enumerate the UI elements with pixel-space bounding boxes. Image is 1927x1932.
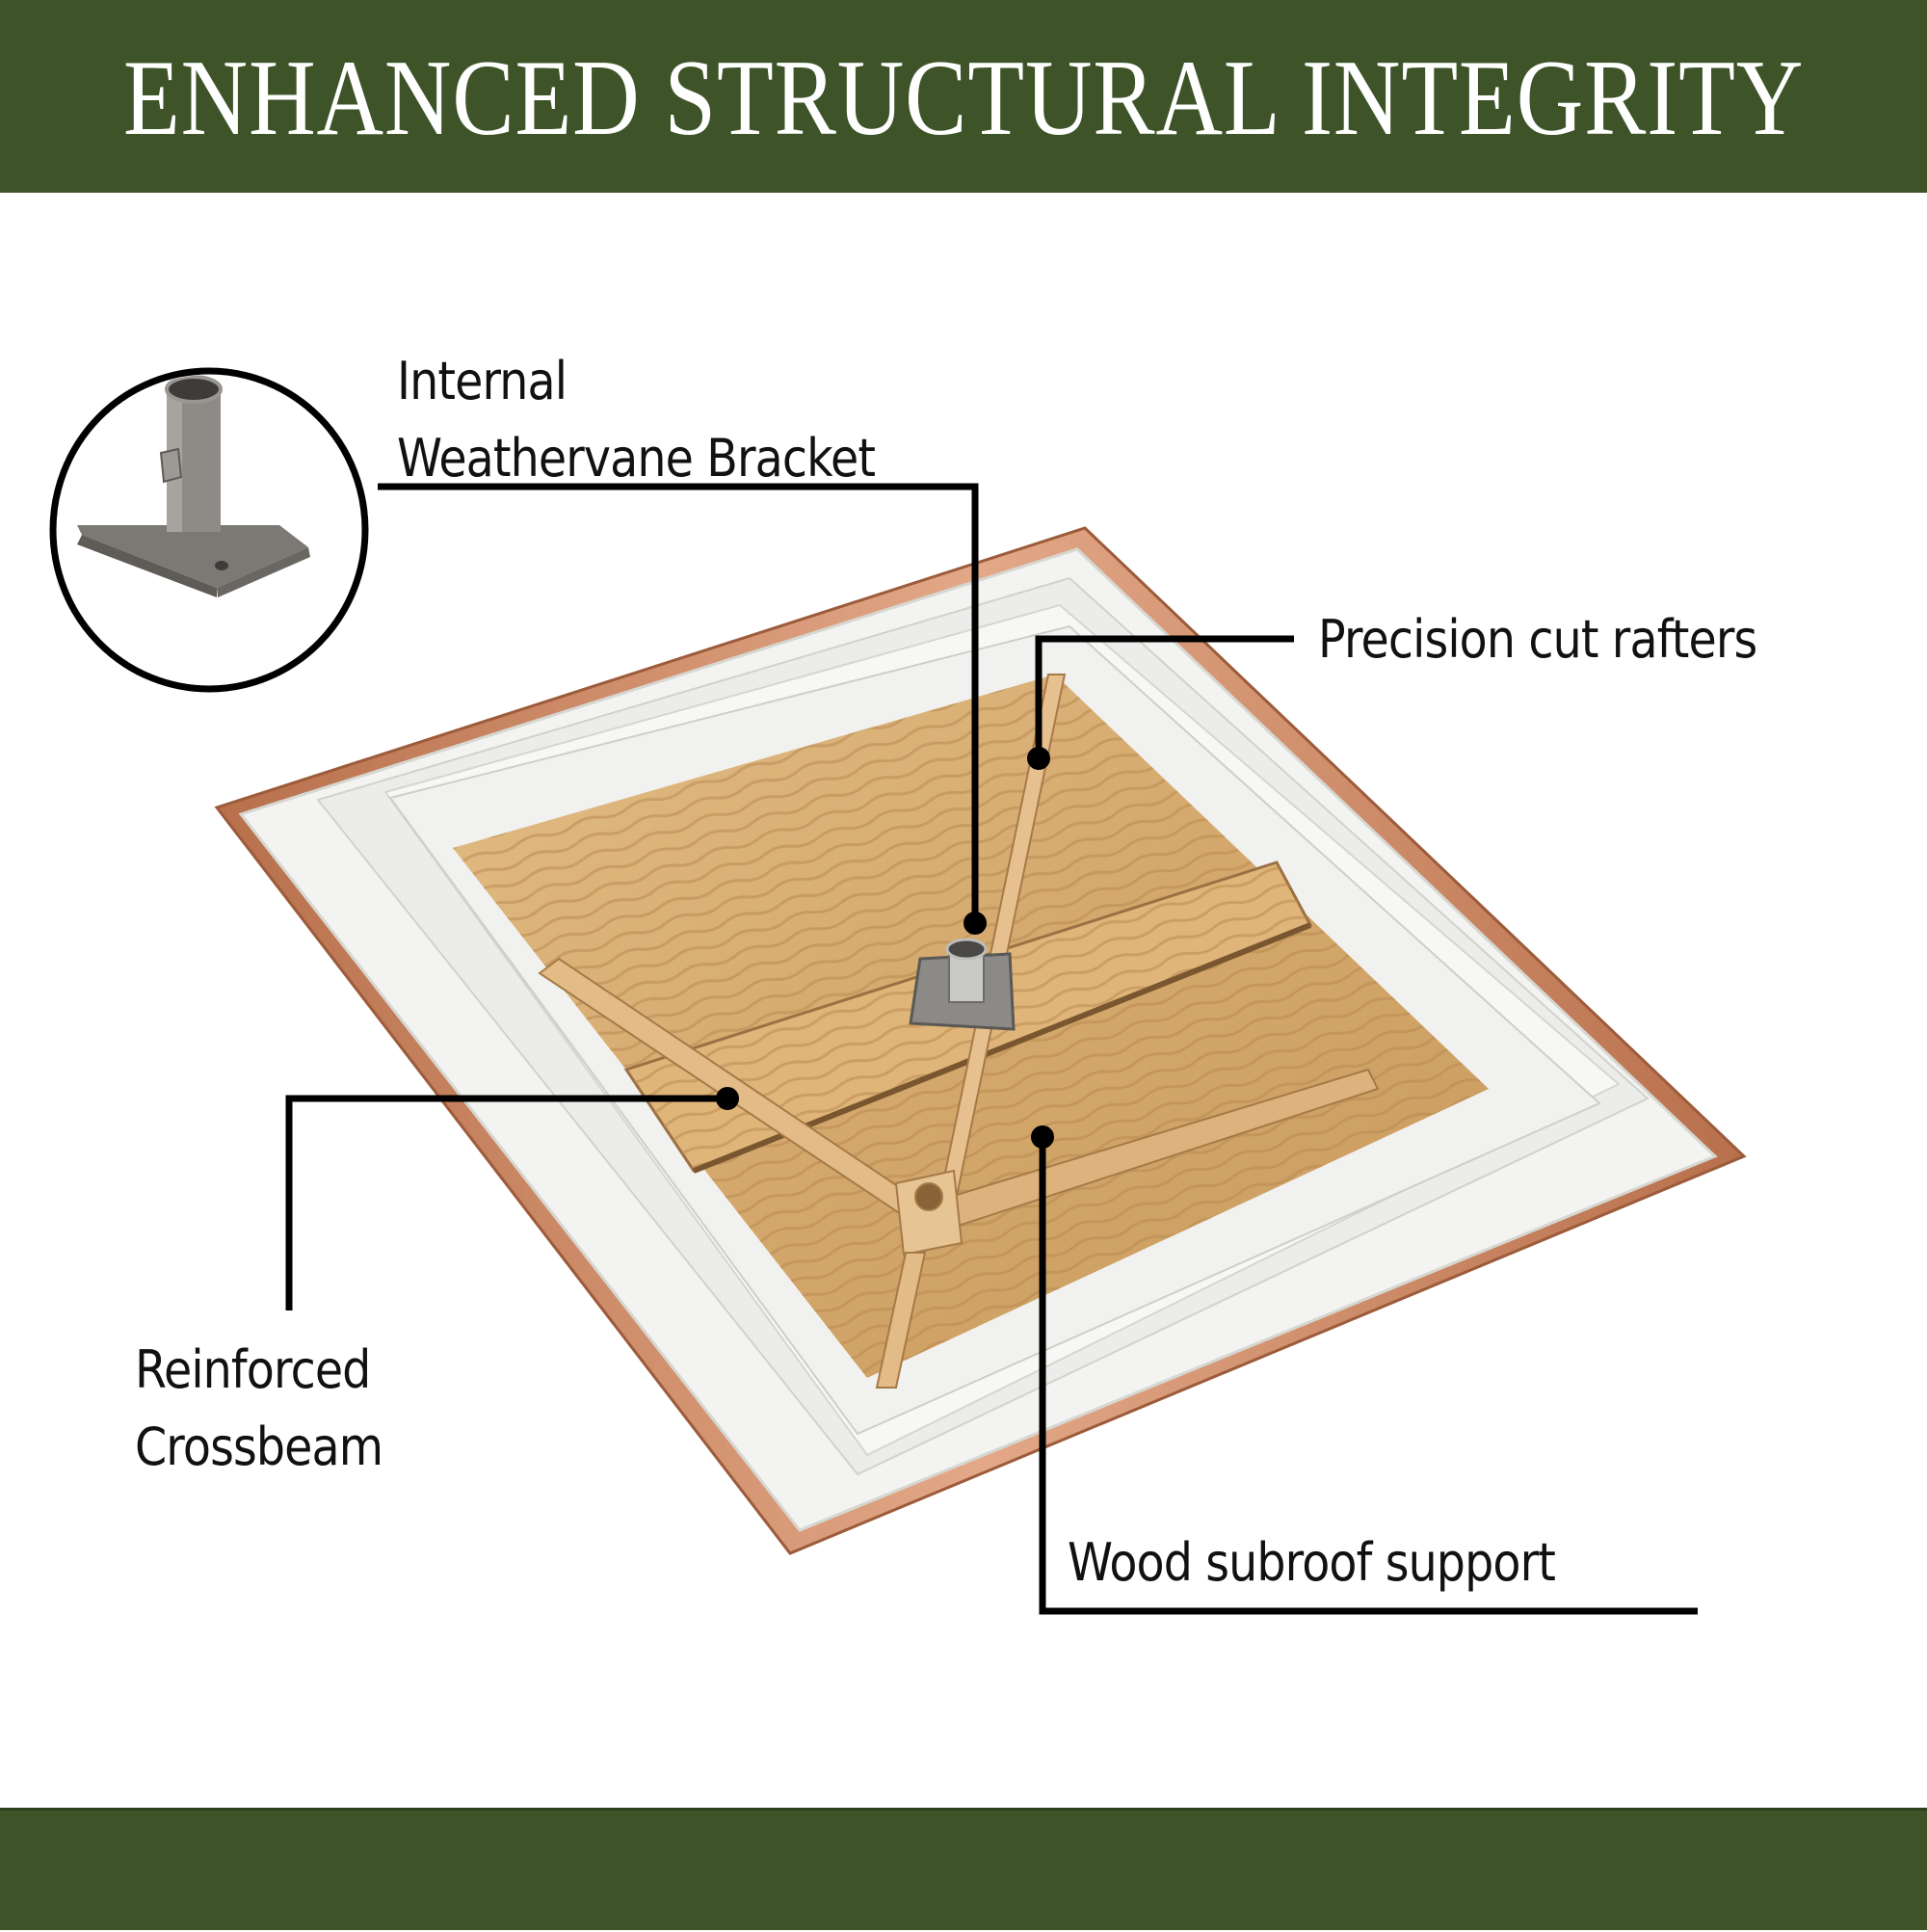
crossbeam-label-line-2: Crossbeam bbox=[135, 1416, 383, 1477]
rafters-label: Precision cut rafters bbox=[1318, 601, 1757, 678]
center-weathervane-bracket bbox=[909, 938, 1016, 1031]
bracket-label-line-1: Internal bbox=[397, 351, 568, 411]
callout-dots bbox=[716, 747, 1054, 1149]
bracket-callout-dot bbox=[964, 912, 987, 935]
bracket-label: Internal Weathervane Bracket bbox=[397, 343, 876, 497]
rafters-label-line-1: Precision cut rafters bbox=[1318, 609, 1757, 670]
subroof-callout-line bbox=[1039, 1137, 1698, 1615]
crossbeam-callout-line bbox=[285, 1095, 727, 1310]
page-title: ENHANCED STRUCTURAL INTEGRITY bbox=[122, 39, 1805, 158]
crossbeam-callout-dot bbox=[716, 1087, 739, 1110]
weathervane-bracket-icon bbox=[49, 367, 369, 693]
rafters-callout-line bbox=[1035, 635, 1294, 758]
bracket-label-line-2: Weathervane Bracket bbox=[397, 428, 876, 489]
crossbeam-label: Reinforced Crossbeam bbox=[135, 1332, 383, 1486]
bracket-callout-line bbox=[378, 483, 979, 923]
rafters-callout-dot bbox=[1027, 747, 1050, 770]
crossbeam-label-line-1: Reinforced bbox=[135, 1339, 371, 1400]
subroof-label-line-1: Wood subroof support bbox=[1068, 1532, 1556, 1593]
header-banner: ENHANCED STRUCTURAL INTEGRITY bbox=[0, 0, 1927, 193]
subroof-callout-dot bbox=[1031, 1125, 1054, 1149]
callout-lines bbox=[285, 483, 1698, 1615]
subroof-label: Wood subroof support bbox=[1068, 1524, 1556, 1601]
footer-banner bbox=[0, 1808, 1927, 1930]
